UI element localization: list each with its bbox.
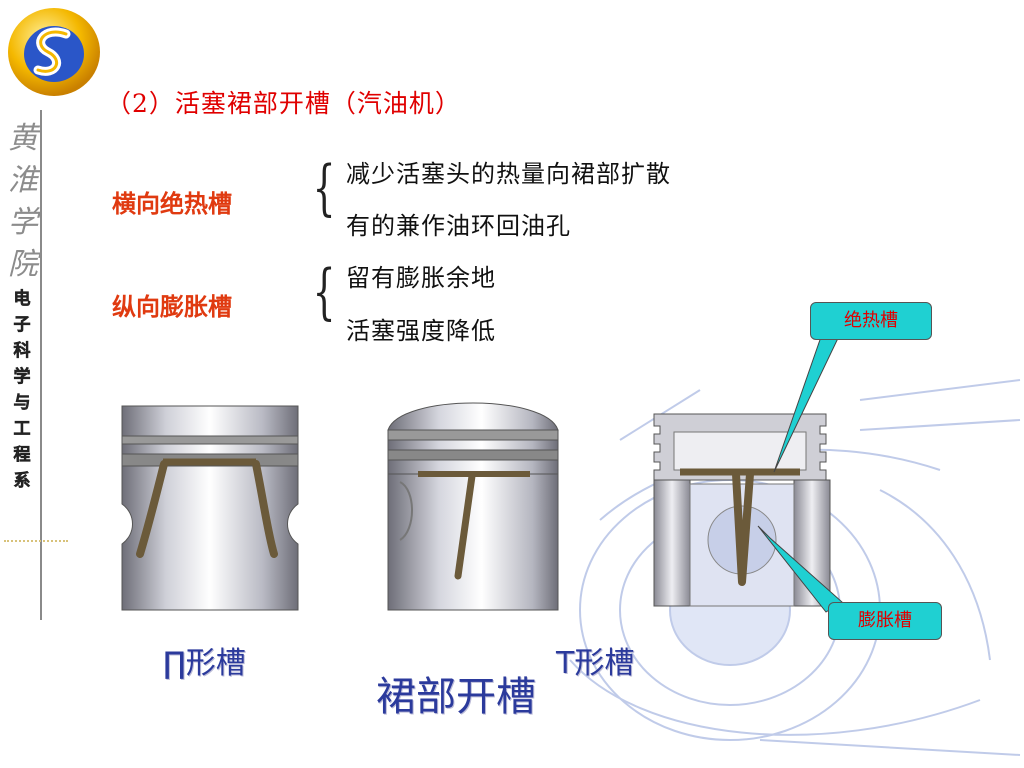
brace-icon: { (312, 257, 336, 327)
department-char: 学 (13, 367, 31, 388)
school-name: 黄 淮 学 院 (6, 118, 40, 286)
department-char: 与 (13, 393, 31, 414)
department-char: 科 (13, 341, 31, 362)
piston-section-illustration (653, 413, 831, 607)
school-name-char: 学 (8, 205, 38, 240)
slide-title: （2）活塞裙部开槽（汽油机） (106, 89, 461, 118)
school-name-char: 黄 (8, 121, 38, 156)
term-transverse-slot: 横向绝热槽 (112, 189, 232, 218)
callout-heat-slot: 绝热槽 (810, 302, 932, 340)
department-char: 程 (13, 445, 31, 466)
description-line: 留有膨胀余地 (346, 264, 496, 292)
description-line: 减少活塞头的热量向裙部扩散 (346, 160, 671, 188)
piston-pi-slot-illustration (121, 405, 299, 611)
piston-t-slot-illustration (387, 402, 559, 611)
school-name-char: 淮 (8, 163, 38, 198)
department-name: 电 子 科 学 与 工 程 系 (8, 286, 36, 494)
callout-expansion-slot: 膨胀槽 (828, 602, 942, 640)
sidebar-divider (40, 110, 42, 620)
department-char: 电 (13, 289, 31, 310)
description-line: 活塞强度降低 (346, 317, 496, 345)
caption-t-slot: T形槽 (556, 646, 635, 681)
caption-pi-slot: ∏形槽 (163, 646, 246, 681)
brace-icon: { (312, 153, 336, 223)
department-char: 子 (13, 315, 31, 336)
callout-pointers (757, 333, 843, 613)
term-longitudinal-slot: 纵向膨胀槽 (112, 292, 232, 321)
sidebar-dotted-line (4, 540, 68, 542)
caption-skirt-slot: 裙部开槽 (376, 674, 536, 720)
description-line: 有的兼作油环回油孔 (346, 212, 571, 240)
department-char: 工 (13, 419, 31, 440)
college-logo-icon (8, 8, 100, 96)
school-name-char: 院 (8, 247, 38, 282)
department-char: 系 (13, 471, 31, 492)
